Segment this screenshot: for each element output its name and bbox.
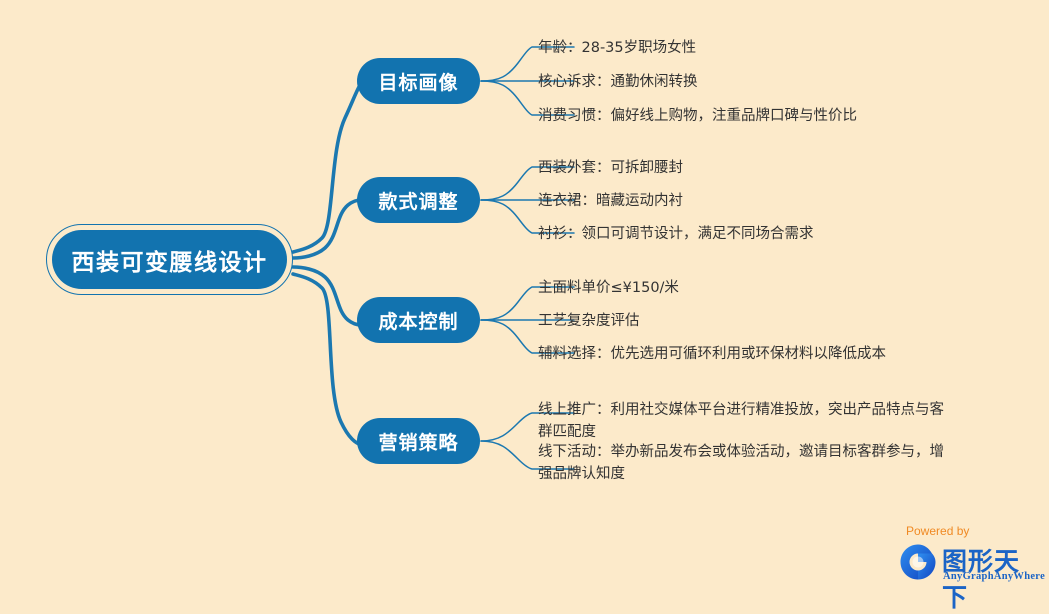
watermark: Powered by 图形天下 AnyGraphAnyWhere [898, 524, 1046, 612]
leaf-branch4-item2[interactable]: 线下活动：举办新品发布会或体验活动，邀请目标客群参与，增 强品牌认知度 [538, 444, 944, 482]
g-logo-icon [900, 544, 936, 580]
leaf-branch1-item3[interactable]: 消费习惯：偏好线上购物，注重品牌口碑与性价比 [538, 108, 857, 124]
leaf-branch4-item1[interactable]: 线上推广：利用社交媒体平台进行精准投放，突出产品特点与客 群匹配度 [538, 402, 944, 440]
branch-node-3[interactable]: 成本控制 [357, 297, 480, 343]
leaf-branch1-item2[interactable]: 核心诉求：通勤休闲转换 [538, 74, 698, 90]
mindmap-connectors [291, 46, 575, 470]
connector-root-to-branch-4 [291, 272, 363, 447]
leaf-branch2-item2[interactable]: 连衣裙：暗藏运动内衬 [538, 193, 683, 209]
connector-branch3-leaf3 [480, 319, 575, 354]
mindmap-canvas: 西装可变腰线设计 目标画像 款式调整 成本控制 营销策略 年龄：28-35岁职场… [46, 40, 1046, 612]
branch-node-4[interactable]: 营销策略 [357, 418, 480, 464]
branch-node-4-label: 营销策略 [378, 431, 459, 454]
branch-node-2-label: 款式调整 [378, 190, 459, 213]
connector-branch1-leaf1 [480, 46, 575, 82]
watermark-brand-en: AnyGraphAnyWhere [943, 571, 1046, 582]
connector-branch2-leaf3 [480, 199, 575, 234]
branch-node-1-label: 目标画像 [378, 71, 459, 94]
root-node[interactable]: 西装可变腰线设计 [46, 224, 293, 295]
branch-node-3-label: 成本控制 [378, 310, 459, 333]
connector-root-to-branch-3 [291, 265, 363, 327]
connector-branch4-leaf1 [480, 412, 575, 442]
leaf-branch2-item1[interactable]: 西装外套：可拆卸腰封 [538, 160, 683, 176]
connector-branch2-leaf1 [480, 166, 575, 201]
leaf-branch3-item3[interactable]: 辅料选择：优先选用可循环利用或环保材料以降低成本 [538, 346, 886, 362]
leaf-branch3-item2[interactable]: 工艺复杂度评估 [538, 313, 640, 329]
root-node-fill: 西装可变腰线设计 [52, 230, 287, 289]
branch-node-2[interactable]: 款式调整 [357, 177, 480, 223]
connector-branch1-leaf3 [480, 80, 575, 116]
connector-root-to-branch-1 [291, 83, 362, 254]
leaf-branch2-item3[interactable]: 衬衫：领口可调节设计，满足不同场合需求 [538, 226, 814, 242]
watermark-powered-by: Powered by [906, 524, 970, 538]
leaf-branch3-item1[interactable]: 主面料单价≤¥150/米 [538, 280, 679, 296]
branch-node-1[interactable]: 目标画像 [357, 58, 480, 104]
leaf-branch1-item1[interactable]: 年龄：28-35岁职场女性 [538, 40, 697, 56]
root-node-label: 西装可变腰线设计 [71, 249, 268, 276]
connector-root-to-branch-2 [291, 198, 363, 260]
connector-branch3-leaf1 [480, 286, 575, 321]
connector-branch4-leaf2 [480, 440, 575, 470]
